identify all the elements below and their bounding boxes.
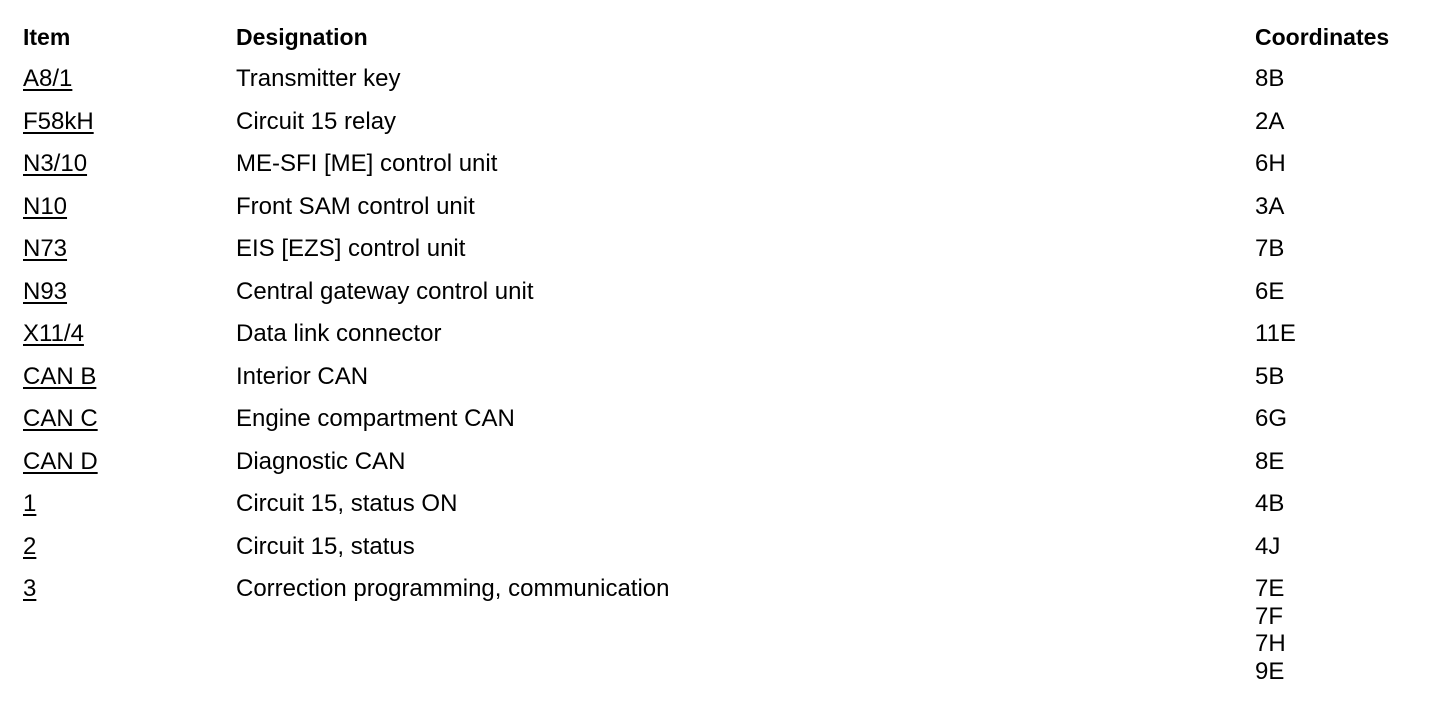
table-header: Item Designation Coordinates xyxy=(0,23,1440,63)
item-link[interactable]: A8/1 xyxy=(23,65,73,92)
item-link[interactable]: CAN D xyxy=(23,448,98,475)
item-link[interactable]: N10 xyxy=(23,193,68,220)
coordinate-cell: 5B xyxy=(1255,363,1285,390)
coordinate-cell: 7F xyxy=(1255,602,1284,630)
table-row: CAN B Interior CAN 5B xyxy=(0,363,1440,403)
item-link[interactable]: CAN C xyxy=(23,405,98,432)
coordinate-cell: 6G xyxy=(1255,405,1288,432)
header-designation: Designation xyxy=(236,24,368,50)
designation-cell: Circuit 15 relay xyxy=(236,108,397,135)
table-row: F58kH Circuit 15 relay 2A xyxy=(0,108,1440,148)
table-row: CAN C Engine compartment CAN 6G xyxy=(0,405,1440,445)
designation-cell: Central gateway control unit xyxy=(236,278,534,305)
designation-cell: Correction programming, communication xyxy=(236,575,670,602)
designation-cell: Circuit 15, status xyxy=(236,533,415,560)
item-link[interactable]: 2 xyxy=(23,533,37,560)
item-link[interactable]: CAN B xyxy=(23,363,97,390)
coordinate-cell: 8E xyxy=(1255,448,1285,475)
table-row: X11/4 Data link connector 11E xyxy=(0,320,1440,360)
designation-cell: Engine compartment CAN xyxy=(236,405,515,432)
table-row: N10 Front SAM control unit 3A xyxy=(0,193,1440,233)
item-link[interactable]: N93 xyxy=(23,278,68,305)
header-item: Item xyxy=(23,24,71,50)
coordinate-cell: 4B xyxy=(1255,490,1285,517)
item-link[interactable]: N73 xyxy=(23,235,68,262)
header-coordinates: Coordinates xyxy=(1255,24,1390,50)
designation-cell: Diagnostic CAN xyxy=(236,448,406,475)
designation-cell: ME-SFI [ME] control unit xyxy=(236,150,498,177)
coordinate-cell: 7B xyxy=(1255,235,1285,262)
item-link[interactable]: X11/4 xyxy=(23,320,84,347)
item-link[interactable]: F58kH xyxy=(23,108,94,135)
table-row: A8/1 Transmitter key 8B xyxy=(0,65,1440,105)
table-row: 3 Correction programming, communication … xyxy=(0,575,1440,690)
table-row: 1 Circuit 15, status ON 4B xyxy=(0,490,1440,530)
coordinate-cell: 9E xyxy=(1255,657,1285,685)
table-row: N93 Central gateway control unit 6E xyxy=(0,278,1440,318)
item-link[interactable]: 3 xyxy=(23,575,37,602)
designation-cell: Circuit 15, status ON xyxy=(236,490,458,517)
coordinate-cell: 6E xyxy=(1255,278,1285,305)
coordinate-cell: 3A xyxy=(1255,193,1285,220)
table-row: CAN D Diagnostic CAN 8E xyxy=(0,448,1440,488)
coordinate-cell: 11E xyxy=(1255,320,1296,347)
coordinate-cell: 7E xyxy=(1255,575,1285,602)
coordinate-cell: 6H xyxy=(1255,150,1286,177)
table-row: N73 EIS [EZS] control unit 7B xyxy=(0,235,1440,275)
item-link[interactable]: N3/10 xyxy=(23,150,88,177)
coordinate-cell: 7H xyxy=(1255,630,1286,657)
designation-cell: Transmitter key xyxy=(236,65,401,92)
designation-cell: Data link connector xyxy=(236,320,442,347)
designation-cell: EIS [EZS] control unit xyxy=(236,235,466,262)
table-row: N3/10 ME-SFI [ME] control unit 6H xyxy=(0,150,1440,190)
coordinate-list: 7E 7F 7H 9E xyxy=(1255,575,1286,685)
designation-cell: Front SAM control unit xyxy=(236,193,475,220)
designation-cell: Interior CAN xyxy=(236,363,369,390)
coordinate-cell: 8B xyxy=(1255,65,1285,92)
item-link[interactable]: 1 xyxy=(23,490,37,517)
table-row: 2 Circuit 15, status 4J xyxy=(0,533,1440,573)
coordinate-cell: 4J xyxy=(1255,533,1281,560)
coordinate-cell: 2A xyxy=(1255,108,1285,135)
